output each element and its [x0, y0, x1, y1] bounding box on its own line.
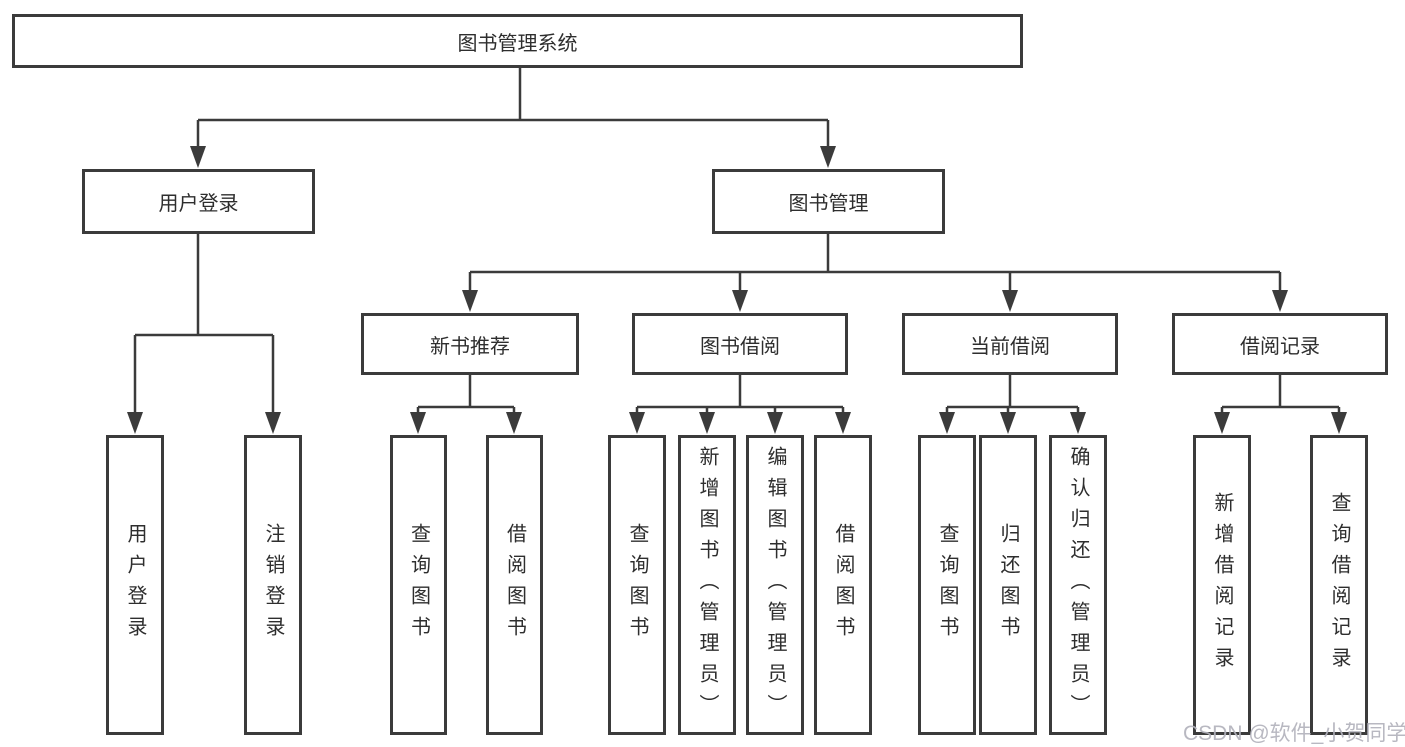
leaf-query-borrow-record-label: 查询借阅记录	[1328, 492, 1350, 678]
connector-strokes	[133, 68, 1341, 426]
leaf-add-books-admin-label: 新增图书（管理员）	[696, 445, 718, 725]
leaf-edit-books-admin: 编辑图书（管理员）	[746, 435, 804, 735]
csdn-watermark: CSDN @软件_小贺同学	[1183, 722, 1405, 745]
leaf-return-books: 归还图书	[979, 435, 1037, 735]
leaf-confirm-return-admin: 确认归还（管理员）	[1049, 435, 1107, 735]
leaf-query-books-1-label: 查询图书	[407, 523, 430, 647]
leaf-user-login: 用户登录	[106, 435, 164, 735]
leaf-query-books-2-label: 查询图书	[626, 523, 648, 647]
leaf-query-borrow-record: 查询借阅记录	[1310, 435, 1368, 735]
node-root-system: 图书管理系统	[12, 14, 1023, 68]
leaf-borrow-books-1: 借阅图书	[486, 435, 543, 735]
leaf-add-borrow-record-label: 新增借阅记录	[1211, 492, 1233, 678]
leaf-query-books-2: 查询图书	[608, 435, 666, 735]
node-book-borrowing: 图书借阅	[632, 313, 848, 375]
leaf-logout-label: 注销登录	[262, 523, 284, 647]
leaf-query-books-1: 查询图书	[390, 435, 447, 735]
node-current-borrowing: 当前借阅	[902, 313, 1118, 375]
leaf-add-books-admin: 新增图书（管理员）	[678, 435, 736, 735]
leaf-logout: 注销登录	[244, 435, 302, 735]
node-user-login: 用户登录	[82, 169, 315, 234]
leaf-borrow-books-2: 借阅图书	[814, 435, 872, 735]
node-borrowing-records: 借阅记录	[1172, 313, 1388, 375]
node-new-book-recommend: 新书推荐	[361, 313, 579, 375]
leaf-query-books-3: 查询图书	[918, 435, 976, 735]
leaf-confirm-return-admin-label: 确认归还（管理员）	[1067, 445, 1089, 725]
leaf-borrow-books-1-label: 借阅图书	[503, 523, 526, 647]
node-book-management: 图书管理	[712, 169, 945, 234]
leaf-user-login-label: 用户登录	[124, 523, 146, 647]
leaf-query-books-3-label: 查询图书	[936, 523, 958, 647]
leaf-return-books-label: 归还图书	[997, 523, 1019, 647]
leaf-borrow-books-2-label: 借阅图书	[832, 523, 854, 647]
arrowheads	[127, 146, 1347, 434]
leaf-edit-books-admin-label: 编辑图书（管理员）	[764, 445, 786, 725]
leaf-add-borrow-record: 新增借阅记录	[1193, 435, 1251, 735]
